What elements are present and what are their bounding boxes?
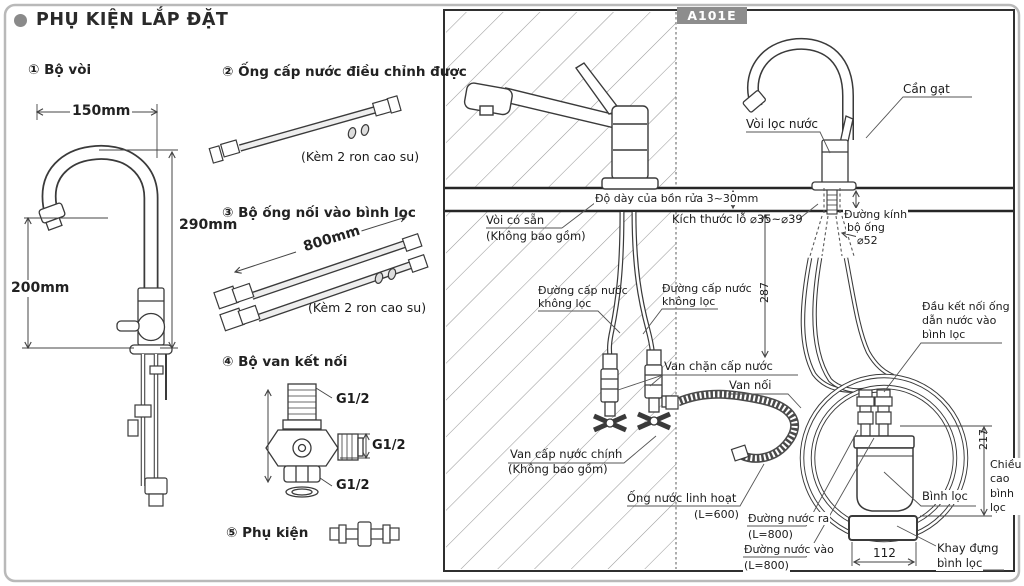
thread-size-top: G1/2 [336,392,370,407]
dim-290mm: 290mm [177,217,240,234]
flex-hose-length: (L=600) [694,508,739,521]
supply-left-label-2: không lọc [538,297,592,310]
pipe-diameter-label-1: Đường kính [843,208,909,222]
supply-left-label-1: Đường cấp nước [538,284,628,297]
item1-heading: ① Bộ vòi [28,62,92,78]
right-panel [443,9,1015,572]
page-title: PHỤ KIỆN LẮP ĐẶT [36,10,229,30]
pipe-diameter-label-3: ⌀52 [856,234,879,248]
filter-faucet-label: Vòi lọc nước [746,117,819,131]
flex-hose-label: Ống nước linh hoạt [627,491,737,505]
existing-faucet-label: Vòi có sẵn [486,213,545,227]
right-dimension-lines [761,213,992,566]
filter-tray [848,515,918,541]
corrugated-hose-drawing [665,389,800,463]
lever-label: Cần gạt [903,82,950,96]
supply-right-label-1: Đường cấp nước [662,282,752,295]
filter-height-label: Chiều cao bình lọc [990,458,1024,516]
connector-hoses-drawing [213,215,429,332]
item2-note: (Kèm 2 ron cao su) [301,149,420,164]
thread-size-bottom: G1/2 [336,478,370,493]
dim-287: 287 [758,282,771,303]
connector-valve-label: Van nối [729,378,772,392]
mounting-hole-dashes [809,188,855,257]
stop-valve-label: Van chặn cấp nước [664,359,773,373]
main-valve-note: (Không bao gồm) [508,462,608,476]
water-in-length: (L=800) [743,559,790,573]
supply-right-label-2: không lọc [662,295,716,308]
filter-inlet-label-1: Đầu kết nối ống [921,300,1011,314]
hole-size-label: Kích thước lỗ ⌀35~⌀39 [672,212,803,226]
water-out-label: Đường nước ra [747,512,831,526]
section-bullet-icon [14,14,27,27]
dim-150mm: 150mm [70,103,133,120]
existing-faucet-drawing [463,62,659,190]
model-badge: A101E [677,7,747,24]
dim-200mm: 200mm [9,280,72,297]
pipe-diameter-label-2: bộ ống [846,221,886,235]
tee-valve-drawing [264,383,370,498]
adjustable-hose-drawing [208,95,402,164]
item5-heading: ⑤ Phụ kiện [226,525,309,541]
sink-thickness-label: Độ dày của bồn rửa 3~30mm [594,192,760,206]
left-valve [592,353,628,433]
filter-inlet-label-2: dẫn nước vào [921,314,998,328]
item2-heading: ② Ống cấp nước điều chỉnh được [222,64,467,80]
water-out-length: (L=800) [747,528,794,542]
faucet-set-drawing [22,104,178,507]
item3-heading: ③ Bộ ống nối vào bình lọc [222,205,416,221]
thread-size-mid: G1/2 [372,438,406,453]
existing-faucet-note: (Không bao gồm) [486,229,586,243]
tray-label-2: bình lọc [936,556,984,571]
dim-217: 217 [977,429,990,450]
water-in-label: Đường nước vào [743,543,835,557]
filter-bottle-drawing [848,389,918,541]
item3-note: (Kèm 2 ron cao su) [308,300,427,315]
accessory-fitting-drawing [329,521,400,547]
main-valve-label: Van cấp nước chính [510,447,623,461]
dim-112: 112 [872,546,897,561]
left-panel-art [22,95,429,547]
filter-bottle-label: Bình lọc [921,489,969,504]
filter-faucet-drawing [742,37,859,257]
filter-inlet-label-3: bình lọc [921,328,967,342]
item4-heading: ④ Bộ van kết nối [222,354,348,370]
tray-label-1: Khay đựng [936,541,1000,556]
quick-connector-right [874,389,893,437]
